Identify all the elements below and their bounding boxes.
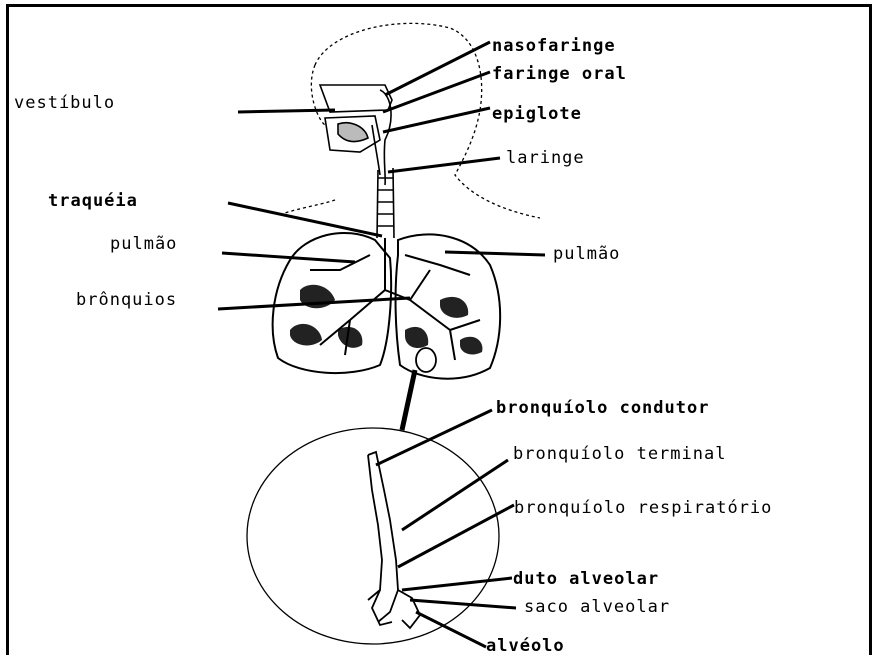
nasal-oral-cavity <box>320 85 392 185</box>
neck-outline <box>280 200 335 215</box>
label-bronquiolo-terminal: bronquíolo terminal <box>513 446 726 463</box>
lobule-highlight <box>416 348 436 372</box>
label-bronquios: brônquios <box>76 292 177 309</box>
trachea <box>377 168 394 238</box>
magnify-connector <box>402 370 415 430</box>
label-traqueia: traquéia <box>48 193 138 210</box>
label-nasofaringe: nasofaringe <box>492 38 616 55</box>
label-alveolo: alvéolo <box>486 638 565 655</box>
label-bronquiolo-respiratorio: bronquíolo respiratório <box>514 500 772 517</box>
label-laringe: laringe <box>506 150 585 167</box>
label-pulmao-right: pulmão <box>553 246 620 263</box>
label-vestibulo: vestíbulo <box>14 95 115 112</box>
label-epiglote: epiglote <box>492 106 582 123</box>
label-duto-alveolar: duto alveolar <box>513 571 659 588</box>
label-saco-alveolar: saco alveolar <box>524 599 670 616</box>
label-bronquiolo-condutor: bronquíolo condutor <box>496 400 709 417</box>
label-pulmao-left: pulmão <box>110 236 177 253</box>
label-faringe-oral: faringe oral <box>492 66 627 83</box>
